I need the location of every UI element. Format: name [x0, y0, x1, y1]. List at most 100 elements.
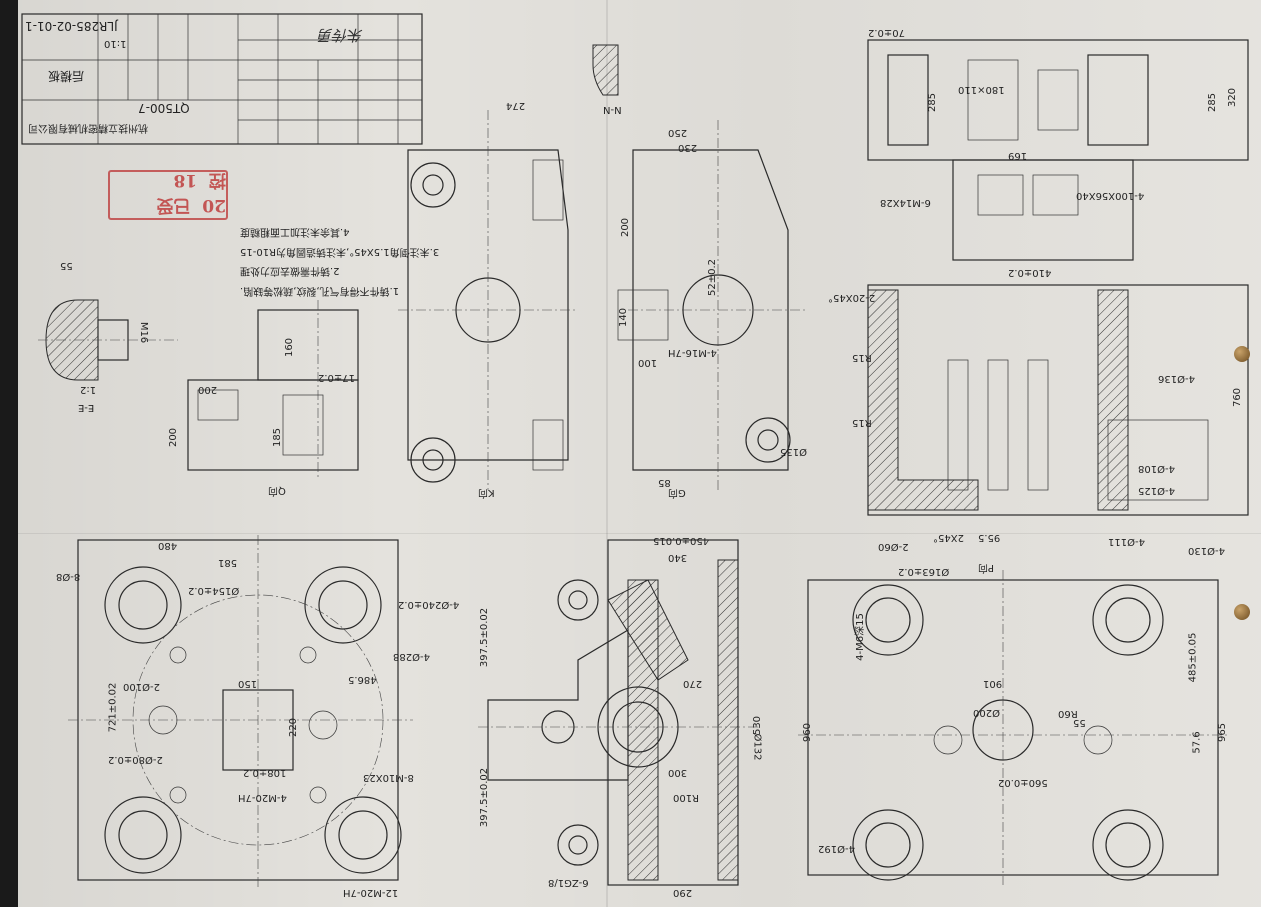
- control-stamp: 20 已受控 18: [108, 170, 228, 220]
- svg-text:Ø135: Ø135: [780, 446, 807, 458]
- svg-text:760: 760: [1232, 388, 1243, 407]
- svg-text:169: 169: [1008, 150, 1027, 161]
- svg-text:R100: R100: [673, 792, 699, 803]
- fold-line-horizontal: [18, 533, 1261, 534]
- view-q: Q向 185 160 200 200 17±0.2: [168, 300, 359, 498]
- svg-text:Ø154±0.2: Ø154±0.2: [188, 585, 239, 597]
- pushpin-icon: [1234, 604, 1250, 620]
- svg-text:Ø163±0.2: Ø163±0.2: [898, 566, 949, 578]
- view-q-label: Q向: [268, 485, 286, 498]
- svg-text:290: 290: [673, 887, 692, 898]
- svg-text:R60: R60: [1058, 708, 1078, 719]
- svg-text:8-M10X23: 8-M10X23: [363, 772, 414, 783]
- svg-text:480: 480: [158, 540, 177, 551]
- svg-text:250: 250: [668, 127, 687, 138]
- svg-text:185: 185: [272, 428, 283, 447]
- svg-text:2-Ø80±0.2: 2-Ø80±0.2: [108, 754, 163, 766]
- svg-text:200: 200: [620, 218, 631, 237]
- view-bottom-left: 480 581 8-Ø8 Ø154±0.2 4-Ø240±0.2 4-Ø288 …: [56, 535, 459, 898]
- svg-text:4-100X56X40: 4-100X56X40: [1076, 190, 1144, 201]
- svg-text:12-M20-7H: 12-M20-7H: [343, 887, 398, 898]
- svg-text:R15: R15: [852, 352, 872, 363]
- svg-text:4-Ø192: 4-Ø192: [818, 843, 855, 855]
- svg-text:2X45°: 2X45°: [933, 532, 964, 543]
- svg-text:274: 274: [506, 100, 525, 111]
- note-2: 2.铸件需做去应力处理: [240, 265, 340, 278]
- svg-text:M16: M16: [138, 322, 149, 343]
- svg-text:95.5: 95.5: [978, 532, 1000, 543]
- svg-text:100: 100: [638, 357, 657, 368]
- svg-text:52±0.2: 52±0.2: [707, 259, 718, 296]
- svg-text:108±0.2: 108±0.2: [243, 767, 286, 778]
- svg-text:70±0.2: 70±0.2: [868, 27, 905, 38]
- svg-text:57.6: 57.6: [1192, 731, 1203, 753]
- view-bottom-right: Ø163±0.2 485±0.05 965 960 560±0.02 Ø200 …: [798, 566, 1228, 885]
- svg-text:4-M16-7H: 4-M16-7H: [668, 347, 717, 358]
- section-e-e-scale: 1:2: [80, 384, 96, 395]
- technical-notes: 1.铸件不得有气孔,裂纹,疏松等缺陷. 2.铸件需做去应力处理 3.未注倒角1.…: [240, 226, 439, 298]
- svg-text:R15: R15: [852, 417, 872, 428]
- view-top-right: 320 285 285 180×110 169 70±0.2 4-100X56X…: [867, 27, 1249, 278]
- part-name: 后模板: [48, 69, 84, 83]
- signature: 朱传勇: [318, 26, 364, 44]
- svg-text:485±0.05: 485±0.05: [1187, 633, 1198, 683]
- svg-text:581: 581: [218, 557, 237, 568]
- section-e-e: E-E 1:2 M16 55: [38, 260, 178, 413]
- svg-text:4-M20-7H: 4-M20-7H: [238, 792, 287, 803]
- svg-text:901: 901: [983, 678, 1002, 689]
- view-k-label: K向: [478, 487, 495, 500]
- model-number: QT500-7: [138, 101, 190, 115]
- svg-text:Ø132: Ø132: [751, 734, 763, 761]
- svg-text:340: 340: [668, 552, 687, 563]
- svg-text:4-Ø240±0.2: 4-Ø240±0.2: [398, 599, 459, 611]
- note-3: 3.未注倒角1.5X45°,未注铸造圆角为R10-15: [240, 246, 439, 259]
- svg-text:4-Ø111: 4-Ø111: [1108, 536, 1145, 548]
- svg-text:300: 300: [668, 767, 687, 778]
- svg-text:55: 55: [60, 260, 73, 271]
- svg-text:6-M14X28: 6-M14X28: [880, 197, 931, 208]
- technical-drawing: JLR285-02-01-1 后模板 QT500-7 杭州技立精密机械有限公司 …: [21, 13, 1249, 898]
- svg-text:200: 200: [198, 384, 217, 395]
- svg-text:220: 220: [288, 718, 299, 737]
- svg-text:4-Ø136: 4-Ø136: [1158, 373, 1195, 385]
- svg-text:530: 530: [752, 716, 763, 735]
- note-4: 4.其余未注加工面粗糙度: [240, 226, 350, 239]
- svg-text:270: 270: [683, 678, 702, 689]
- drawing-sheet: JLR285-02-01-1 后模板 QT500-7 杭州技立精密机械有限公司 …: [18, 0, 1261, 907]
- section-n-n: N-N: [592, 44, 622, 115]
- svg-text:2-20X45°: 2-20X45°: [828, 292, 875, 303]
- drawing-number: JLR285-02-01-1: [25, 19, 119, 33]
- scale: 1:10: [104, 38, 126, 49]
- view-k: K向 274: [398, 100, 578, 500]
- svg-text:17±0.2: 17±0.2: [318, 372, 355, 383]
- view-p-section: 760 4-Ø136 4-Ø108 4-Ø125 4-Ø111 4-Ø130 2…: [828, 284, 1249, 575]
- svg-text:721±0.02: 721±0.02: [107, 683, 118, 733]
- svg-text:6-ZG1/8: 6-ZG1/8: [548, 877, 589, 888]
- view-g: G向 250 230 200 52±0.2 140 100 4-M16-7H Ø…: [617, 120, 808, 500]
- title-block: JLR285-02-01-1 后模板 QT500-7 杭州技立精密机械有限公司 …: [21, 13, 423, 145]
- svg-text:2-Ø100: 2-Ø100: [123, 681, 160, 693]
- svg-text:200: 200: [168, 428, 179, 447]
- section-n-n-label: N-N: [603, 104, 622, 115]
- svg-text:486.5: 486.5: [348, 674, 377, 685]
- svg-text:4-Ø108: 4-Ø108: [1138, 463, 1175, 475]
- svg-text:8-Ø8: 8-Ø8: [56, 571, 80, 583]
- svg-text:450±0.015: 450±0.015: [653, 535, 709, 546]
- svg-text:2-Ø60: 2-Ø60: [878, 541, 909, 553]
- svg-text:397.5±0.02: 397.5±0.02: [479, 608, 490, 667]
- note-1: 1.铸件不得有气孔,裂纹,疏松等缺陷.: [240, 285, 399, 298]
- svg-text:160: 160: [284, 338, 295, 357]
- svg-text:410±0.2: 410±0.2: [1008, 267, 1051, 278]
- svg-text:55: 55: [1073, 717, 1086, 728]
- svg-text:4-Ø288: 4-Ø288: [393, 651, 430, 663]
- svg-text:150: 150: [238, 678, 257, 689]
- svg-text:Ø200: Ø200: [973, 707, 1000, 719]
- view-bottom-middle: 450±0.015 340 397.5±0.02 397.5±0.02 530 …: [478, 535, 763, 898]
- svg-text:230: 230: [678, 142, 697, 153]
- svg-text:140: 140: [618, 308, 629, 327]
- pushpin-icon: [1234, 346, 1250, 362]
- svg-text:397.5±0.02: 397.5±0.02: [479, 768, 490, 827]
- svg-text:4-M6深15: 4-M6深15: [854, 613, 866, 661]
- svg-text:4-Ø125: 4-Ø125: [1138, 485, 1175, 497]
- svg-text:4-Ø130: 4-Ø130: [1188, 545, 1225, 557]
